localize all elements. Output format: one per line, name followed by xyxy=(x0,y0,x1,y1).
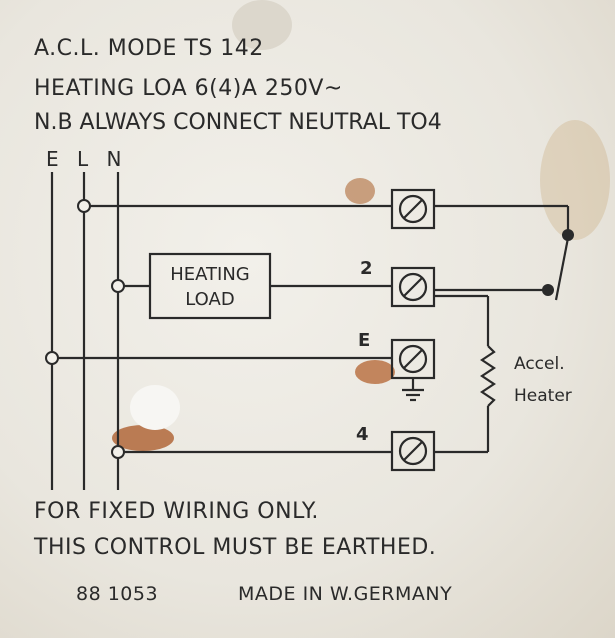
terminal-1 xyxy=(390,188,436,230)
heater-label-2: Heater xyxy=(514,386,572,406)
rust-stain-right xyxy=(540,120,610,240)
heating-load-box xyxy=(148,252,272,320)
switch-blade xyxy=(554,237,570,301)
heater-resistor xyxy=(480,345,496,407)
worn-patch-bottom-left xyxy=(130,385,180,430)
junction-node xyxy=(45,351,59,365)
screw-icon xyxy=(398,194,428,224)
rust-stain-earth xyxy=(355,360,395,384)
part-number: 88 1053 xyxy=(76,583,159,605)
junction-node xyxy=(77,199,91,213)
terminal-2 xyxy=(390,266,436,308)
model-line: A.C.L. MODE TS 142 xyxy=(34,36,264,61)
terminal-4 xyxy=(390,430,436,472)
supply-labels: E L N xyxy=(46,147,128,171)
heater-label-1: Accel. xyxy=(514,354,565,374)
switch-contact xyxy=(562,229,574,241)
neutral-note-line: N.B ALWAYS CONNECT NEUTRAL TO4 xyxy=(34,110,442,135)
worn-patch-top xyxy=(232,0,292,50)
terminal-4-label: 4 xyxy=(356,424,369,445)
junction-node xyxy=(111,279,125,293)
junction-node xyxy=(111,445,125,459)
screw-icon xyxy=(398,436,428,466)
earthing-note: THIS CONTROL MUST BE EARTHED. xyxy=(34,535,437,560)
terminal-E-label: E xyxy=(358,330,370,351)
load-box-label-1: HEATING xyxy=(170,264,250,285)
switch-contact xyxy=(542,284,554,296)
terminal-2-label: 2 xyxy=(360,258,373,279)
screw-icon xyxy=(398,344,428,374)
made-in-label: MADE IN W.GERMANY xyxy=(238,583,453,605)
rust-stain-terminal1 xyxy=(345,178,375,204)
rating-line: HEATING LOA 6(4)A 250V~ xyxy=(34,76,343,101)
fixed-wiring-note: FOR FIXED WIRING ONLY. xyxy=(34,499,319,524)
load-box-label-2: LOAD xyxy=(185,289,234,310)
screw-icon xyxy=(398,272,428,302)
